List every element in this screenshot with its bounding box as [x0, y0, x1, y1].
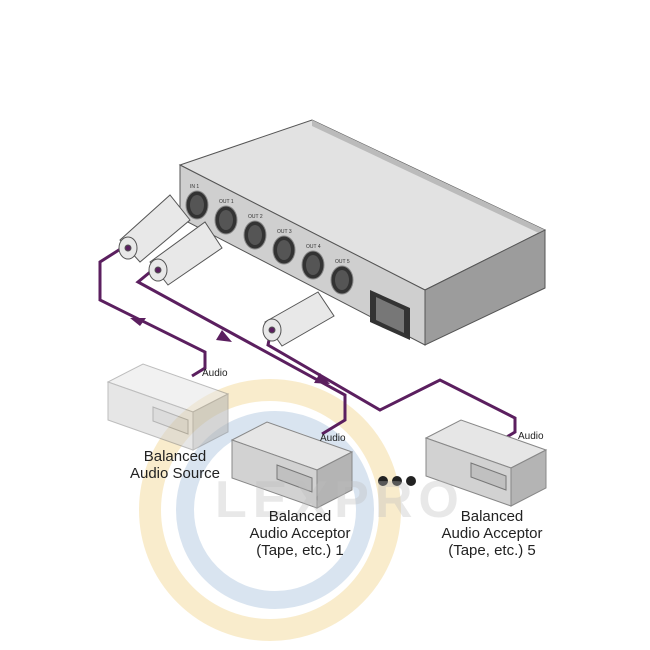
cable-acceptor-5	[266, 334, 517, 440]
port-out-2: OUT 2	[243, 214, 267, 250]
label-line: Balanced	[460, 508, 524, 525]
audio-port-label-acceptor-1: Audio	[320, 433, 346, 444]
port-label: OUT 4	[306, 244, 321, 250]
label-line: (Tape, etc.) 1	[256, 542, 344, 559]
label-line: Audio Source	[129, 465, 221, 482]
port-in-1: IN 1	[185, 184, 209, 220]
arrow-icon	[216, 330, 232, 342]
port-out-3: OUT 3	[272, 229, 296, 265]
port-label: OUT 1	[219, 199, 234, 205]
xlr-plug-in	[118, 194, 191, 263]
distribution-amplifier: IN 1 OUT 1 OUT 2 OUT 3 OUT 4 OUT 5	[178, 119, 547, 346]
label-line: (Tape, etc.) 5	[448, 542, 536, 559]
arrow-icon	[314, 373, 330, 384]
cable-acceptor-1	[135, 266, 347, 436]
label-line: Audio Acceptor	[441, 525, 543, 542]
cables	[98, 246, 517, 440]
acceptor-5-label: Balanced Audio Acceptor (Tape, etc.) 5	[422, 508, 562, 559]
xlr-plug-out5	[262, 291, 335, 347]
audio-source-device	[106, 363, 230, 451]
watermark: LEXPRO	[215, 471, 465, 529]
watermark-ring-blue	[176, 411, 374, 609]
xlr-plug-out1	[148, 221, 223, 286]
audio-port-label-source: Audio	[202, 368, 228, 379]
audio-port-label-acceptor-5: Audio	[518, 431, 544, 442]
audio-acceptor-device	[230, 421, 354, 509]
label-line: Balanced	[143, 448, 207, 465]
port-out-4: OUT 4	[301, 244, 325, 280]
cable-source	[98, 246, 207, 378]
label-line: Audio Acceptor	[249, 525, 351, 542]
power-socket-icon	[370, 290, 410, 340]
port-out-5: OUT 5	[330, 259, 354, 295]
arrow-icon	[130, 318, 146, 326]
port-label: OUT 2	[248, 214, 263, 220]
arrows	[130, 318, 330, 384]
label-line: Balanced	[268, 508, 332, 525]
source-label: Balanced Audio Source	[110, 448, 240, 482]
watermark-ring-yellow	[139, 379, 401, 641]
plugs	[118, 194, 335, 347]
port-label: OUT 3	[277, 229, 292, 235]
acceptor-1-label: Balanced Audio Acceptor (Tape, etc.) 1	[230, 508, 370, 559]
port-label: OUT 5	[335, 259, 350, 265]
audio-acceptor-device	[424, 419, 548, 507]
port-out-1: OUT 1	[214, 199, 238, 235]
port-label: IN 1	[190, 184, 199, 190]
ellipsis-dots	[378, 476, 416, 486]
